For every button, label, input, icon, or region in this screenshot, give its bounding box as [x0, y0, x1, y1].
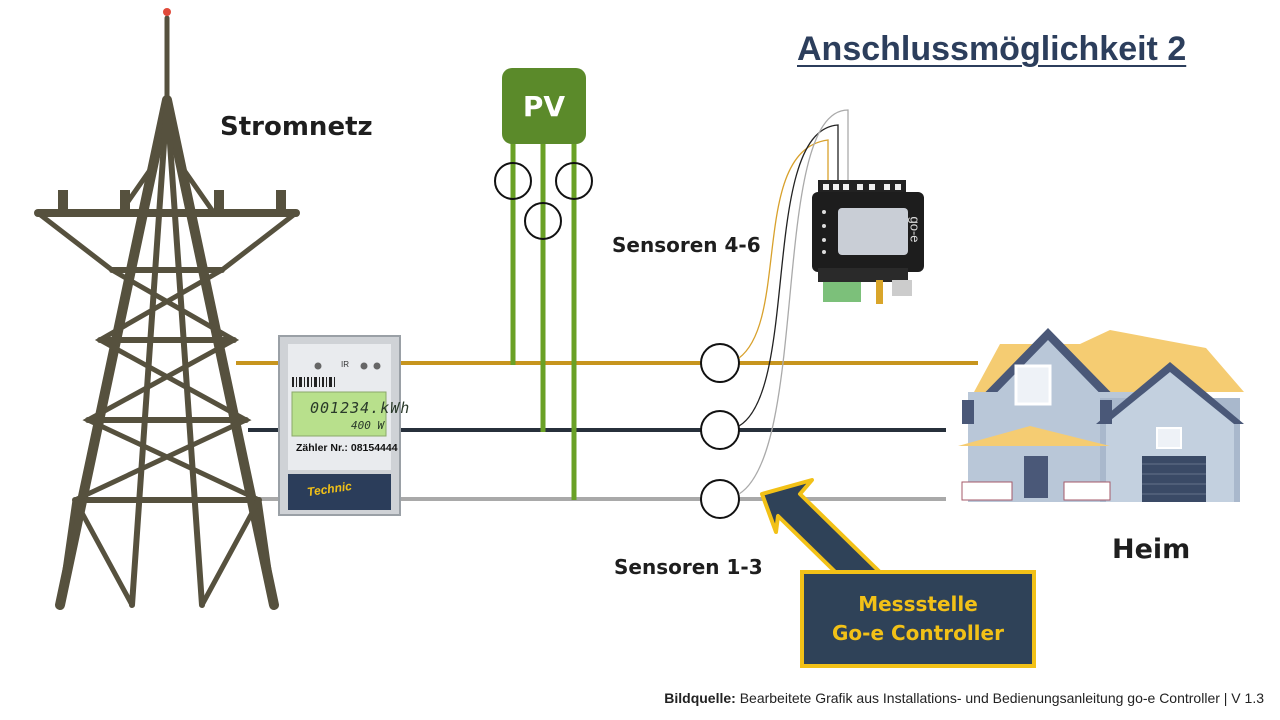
transmission-tower-icon	[34, 8, 300, 610]
pv-wires	[510, 140, 577, 500]
controller-brand: go-e	[907, 216, 923, 243]
callout-line-2: Go-e Controller	[832, 621, 1004, 645]
meter-ir-label: IR	[341, 360, 349, 369]
sensor-cables	[738, 109, 849, 495]
phase-sensor-rings	[700, 343, 740, 519]
source-text: Bearbeitete Grafik aus Installations- un…	[735, 690, 1264, 706]
meter-number: Zähler Nr.: 08154444	[296, 442, 398, 454]
grid-label: Stromnetz	[220, 112, 373, 142]
callout-line-1: Messstelle	[858, 592, 978, 616]
electricity-meter	[278, 335, 401, 516]
pv-label: PV	[522, 89, 566, 123]
meter-reading: 001234.kWh	[310, 399, 411, 417]
pv-box: PV	[502, 68, 586, 144]
pv-sensor-rings	[494, 162, 593, 240]
source-prefix: Bildquelle:	[664, 690, 736, 706]
sensors-4-6-label: Sensoren 4-6	[612, 233, 761, 257]
meter-power: 400 W	[351, 419, 385, 432]
home-label: Heim	[1112, 534, 1191, 565]
measuring-point-callout: Messstelle Go-e Controller	[800, 570, 1036, 668]
sensors-1-3-label: Sensoren 1-3	[614, 555, 763, 579]
house-icon	[958, 328, 1244, 502]
image-source: Bildquelle: Bearbeitete Grafik aus Insta…	[664, 690, 1264, 706]
page-title: Anschlussmöglichkeit 2	[797, 30, 1187, 68]
go-e-controller-icon	[812, 180, 924, 304]
